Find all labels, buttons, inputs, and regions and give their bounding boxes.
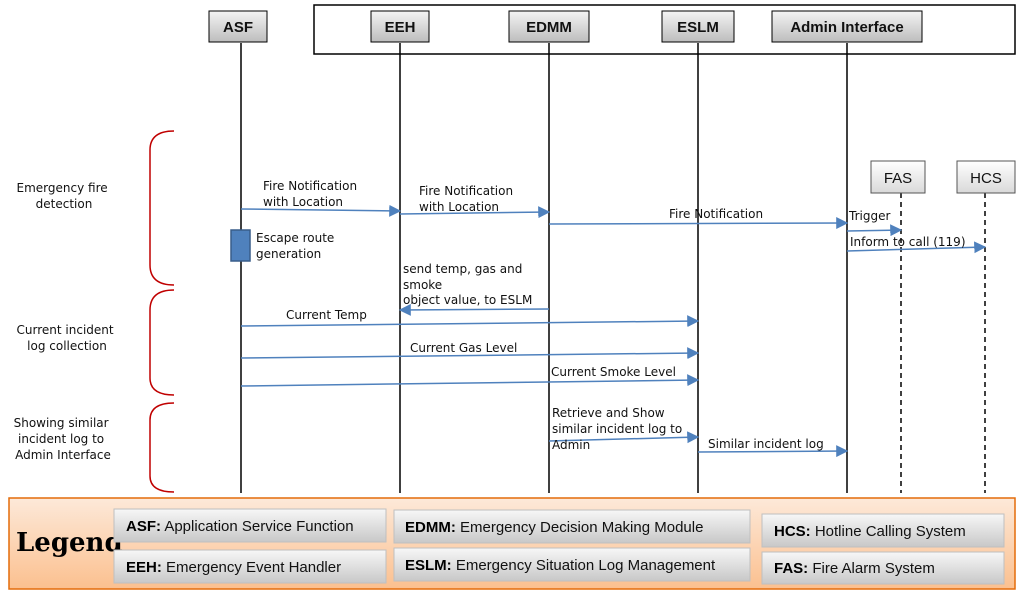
svg-text:FAS: Fire Alarm System: FAS: Fire Alarm System (774, 560, 935, 577)
phase-brace-1 (149, 130, 175, 286)
message-fire-notification-edmm-admin: Fire Notification (548, 207, 849, 230)
message-label: send temp, gas and smoke object value, t… (403, 262, 532, 307)
actor-eeh: EEH (370, 10, 430, 43)
message-label: Current Smoke Level (551, 365, 676, 379)
legend-item-eeh: EEH: Emergency Event Handler (113, 549, 387, 584)
message-fire-notification-eeh-edmm: Fire Notification with Location (399, 184, 551, 219)
legend-item-edmm: EDMM: Emergency Decision Making Module (393, 509, 751, 544)
legend-title: Legend (16, 528, 123, 558)
phase-label-line: Admin Interface (15, 448, 111, 462)
message-retrieve-and-show: Retrieve and Show similar incident log t… (548, 406, 700, 452)
external-label: FAS (884, 170, 912, 187)
phase-label-similar-log: Showing similar incident log to Admin In… (14, 416, 113, 462)
actor-eslm: ESLM (661, 10, 735, 43)
message-label: Inform to call (119) (850, 235, 966, 249)
actor-label: EDMM (526, 19, 572, 36)
legend-item-eslm: ESLM: Emergency Situation Log Management (393, 547, 751, 582)
external-fas: FAS (870, 160, 926, 194)
external-label: HCS (970, 170, 1002, 187)
message-similar-incident-log: Similar incident log (697, 437, 849, 458)
message-label: Current Gas Level (410, 341, 517, 355)
actor-asf: ASF (208, 10, 268, 43)
external-hcs: HCS (956, 160, 1016, 194)
actor-label: ESLM (677, 19, 719, 36)
legend: Legend ASF: Application Service Function… (8, 497, 1016, 590)
legend-item-hcs: HCS: Hotline Calling System (761, 513, 1005, 548)
message-current-smoke-level: Current Smoke Level (240, 365, 700, 387)
message-escape-route-generation: Escape route generation (256, 231, 338, 261)
svg-text:HCS: Hotline Calling System: HCS: Hotline Calling System (774, 523, 966, 540)
message-label: Similar incident log (708, 437, 824, 451)
actor-label: Admin Interface (790, 19, 903, 36)
message-send-values-to-eslm: send temp, gas and smoke object value, t… (398, 262, 550, 316)
phase-label-log-collection: Current incident log collection (17, 323, 118, 353)
message-label: Escape route generation (256, 231, 338, 261)
message-current-temp: Current Temp (240, 308, 700, 328)
message-label: Retrieve and Show similar incident log t… (552, 406, 686, 452)
actor-edmm: EDMM (508, 10, 590, 43)
message-inform-to-call: Inform to call (119) (846, 235, 987, 254)
svg-text:EEH: Emergency Event Handler: EEH: Emergency Event Handler (126, 559, 341, 576)
activation-asf (230, 229, 251, 262)
phase-label-line: detection (36, 197, 93, 211)
phase-label-line: Current incident (17, 323, 114, 337)
message-label: Fire Notification with Location (263, 179, 361, 209)
phase-label-line: incident log to (18, 432, 104, 446)
message-label: Fire Notification (669, 207, 763, 221)
actor-label: ASF (223, 19, 253, 36)
message-label: Fire Notification with Location (419, 184, 517, 214)
message-trigger: Trigger (846, 209, 903, 237)
phase-label-line: Showing similar (14, 416, 109, 430)
phase-label-detection: Emergency fire detection (17, 181, 112, 211)
actor-label: EEH (385, 19, 416, 36)
phase-label-line: Emergency fire (17, 181, 108, 195)
svg-text:ASF: Application Service Funct: ASF: Application Service Function (126, 518, 354, 535)
actor-admin-interface: Admin Interface (771, 10, 923, 43)
message-current-gas-level: Current Gas Level (240, 341, 700, 360)
phase-brace-3 (149, 402, 175, 493)
phase-brace-2 (149, 289, 175, 396)
phase-label-line: log collection (27, 339, 107, 353)
svg-text:ESLM: Emergency Situation Log: ESLM: Emergency Situation Log Management (405, 557, 716, 574)
message-label: Current Temp (286, 308, 367, 322)
message-fire-notification-asf-eeh: Fire Notification with Location (240, 179, 402, 217)
legend-item-fas: FAS: Fire Alarm System (761, 551, 1005, 585)
legend-item-asf: ASF: Application Service Function (113, 508, 387, 543)
message-label: Trigger (848, 209, 890, 223)
svg-text:EDMM: Emergency Decision Makin: EDMM: Emergency Decision Making Module (405, 519, 703, 536)
